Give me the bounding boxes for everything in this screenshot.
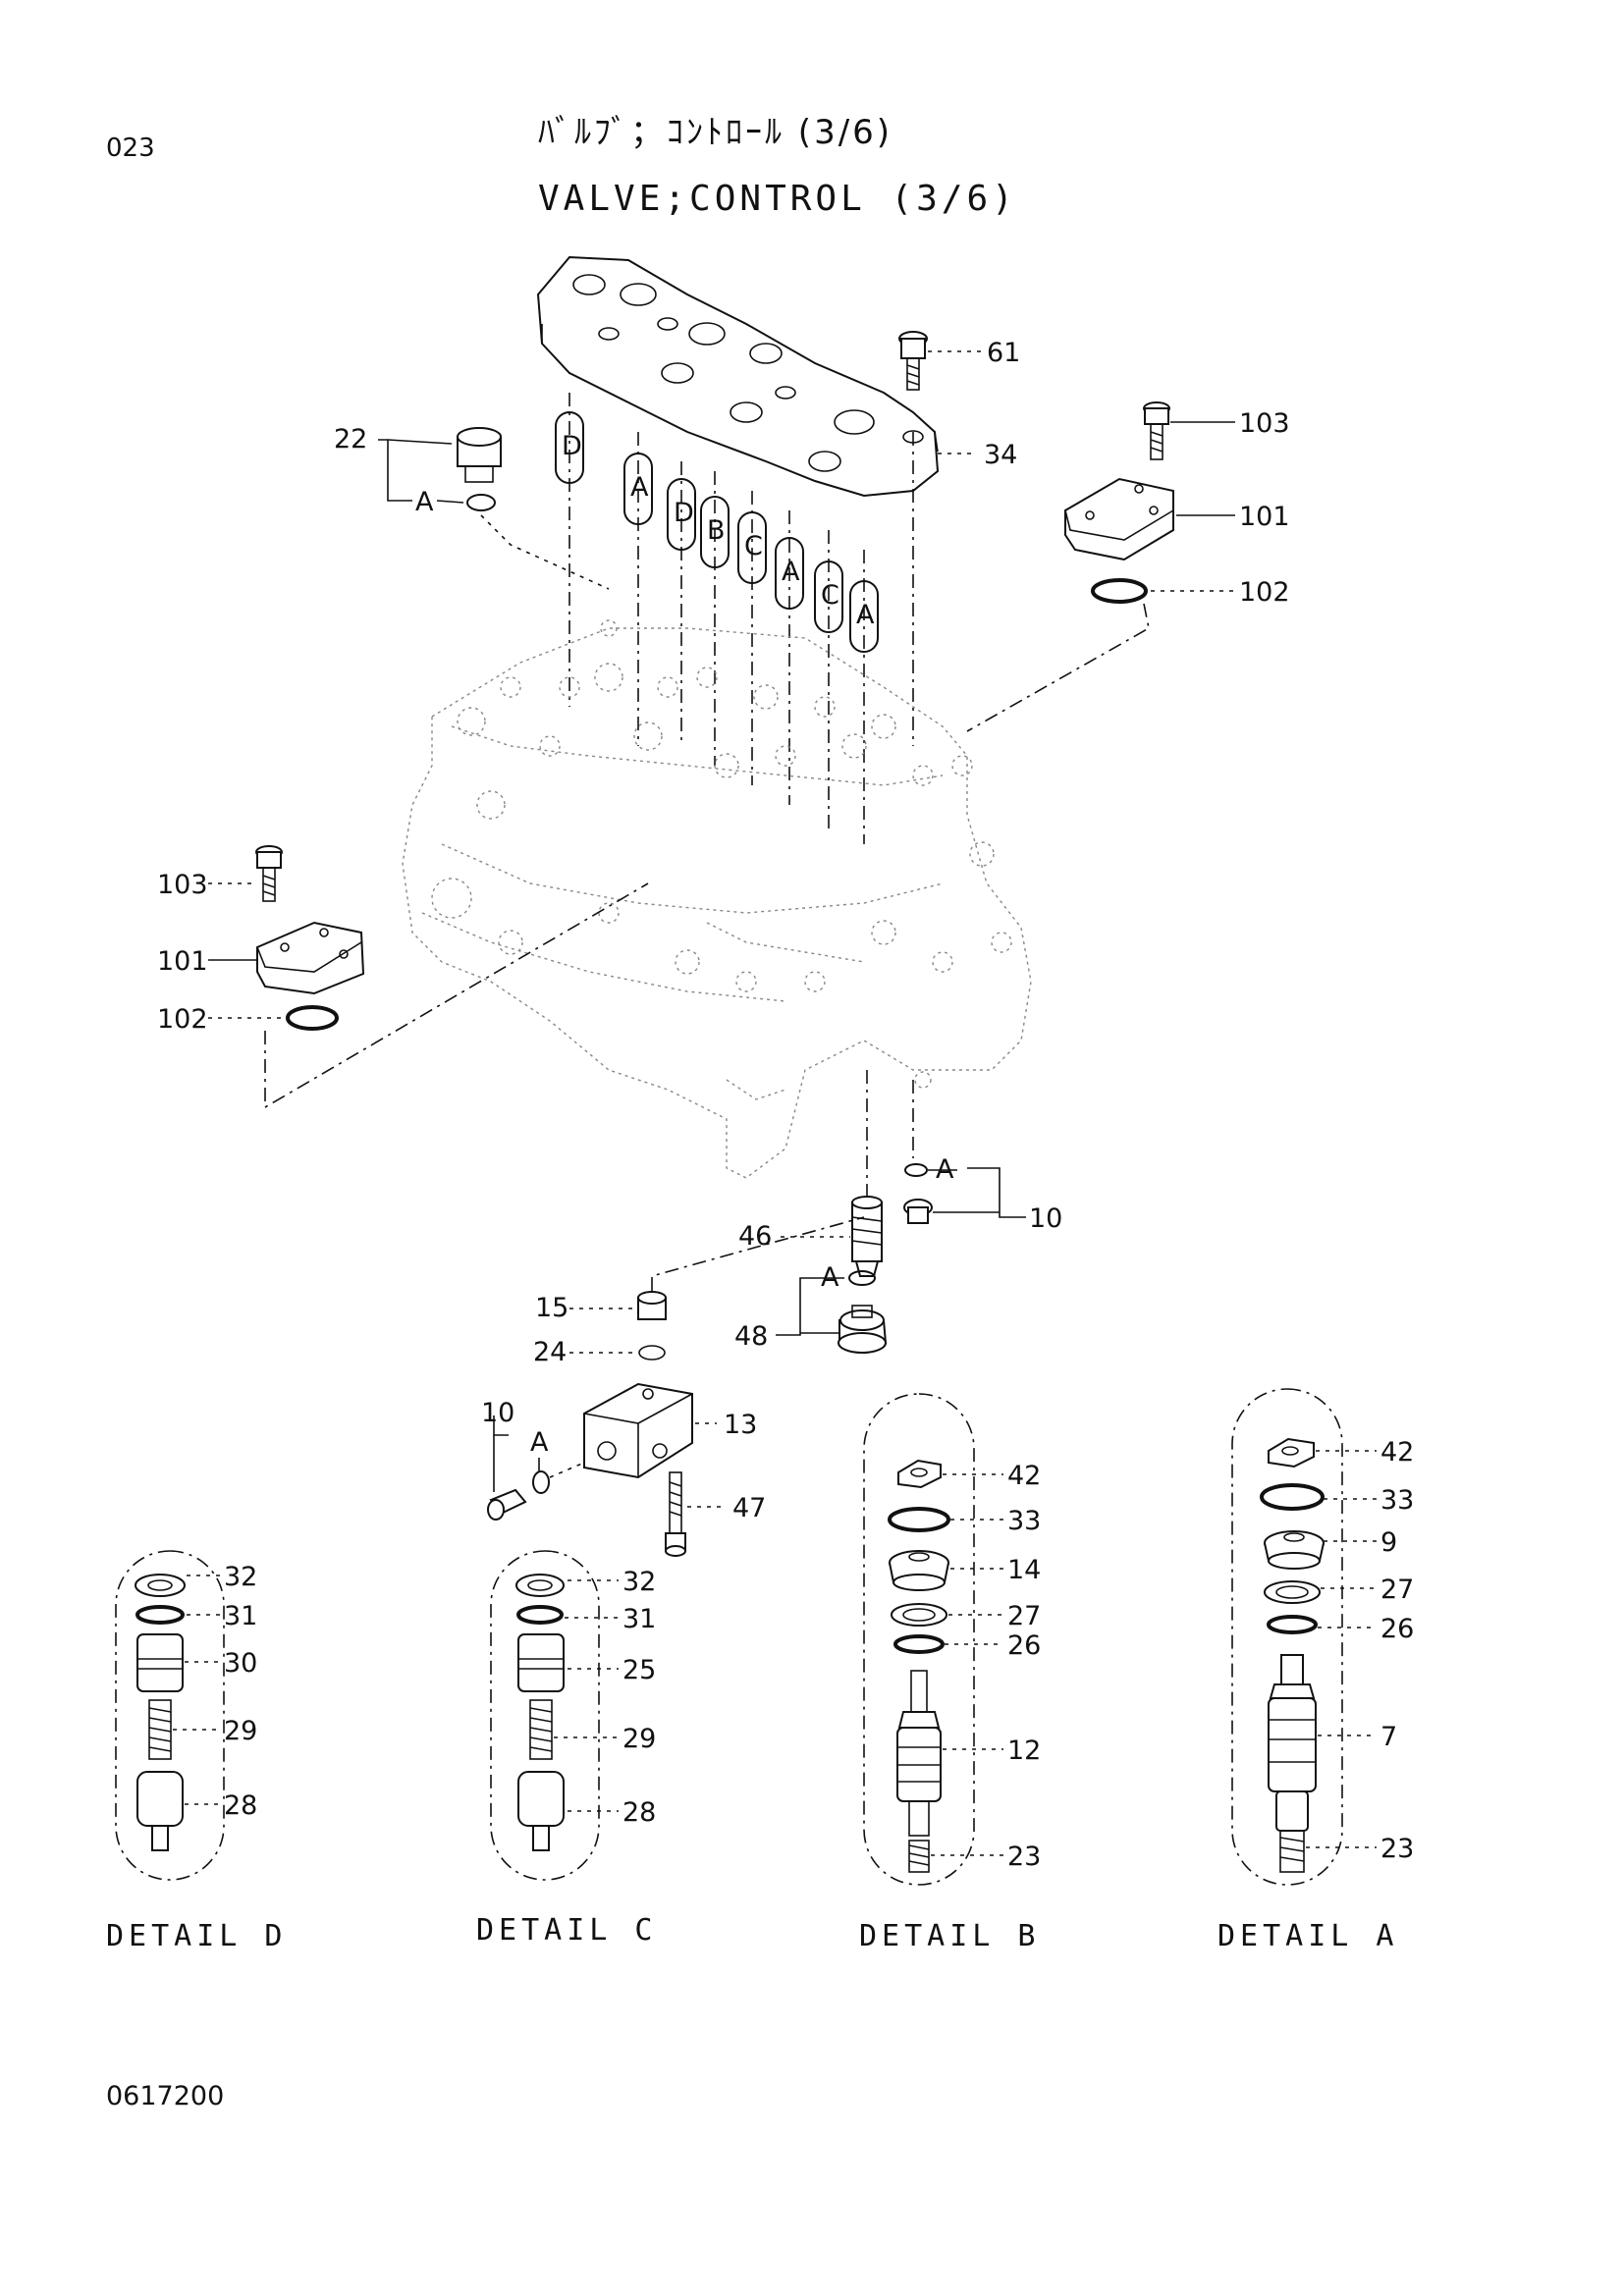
detail-b-part-4: 27	[1007, 1601, 1041, 1631]
page-number: 023	[106, 133, 155, 163]
plug-48	[838, 1270, 888, 1354]
spool-tags: D A D B C A C A	[562, 431, 875, 630]
top-cover-plate	[536, 255, 940, 498]
callout-15: 15	[535, 1293, 568, 1323]
callout-101-right: 101	[1239, 502, 1290, 532]
detail-a-label: DETAIL A	[1217, 1919, 1399, 1953]
callout-a-48: A	[821, 1262, 839, 1293]
detail-d-part-3: 30	[224, 1648, 257, 1679]
callout-103-left: 103	[157, 870, 208, 900]
document-number: 0617200	[106, 2081, 225, 2111]
detail-a	[1231, 1388, 1343, 1886]
detail-c-label: DETAIL C	[476, 1913, 658, 1948]
detail-a-part-7: 23	[1380, 1834, 1414, 1864]
spool-tag-6: A	[782, 557, 800, 587]
callout-10-lower: 10	[481, 1398, 514, 1428]
detail-d-part-4: 29	[224, 1716, 257, 1746]
detail-a-part-3: 9	[1380, 1527, 1397, 1558]
detail-b-label: DETAIL B	[859, 1919, 1041, 1953]
right-cover-101	[1064, 401, 1174, 604]
plug-15	[637, 1291, 667, 1361]
callout-13: 13	[724, 1410, 757, 1440]
detail-c-part-1: 32	[622, 1567, 656, 1597]
detail-d-label: DETAIL D	[106, 1919, 288, 1953]
valve-body	[402, 619, 1032, 1179]
detail-d-part-2: 31	[224, 1601, 257, 1631]
block-13	[583, 1382, 693, 1479]
detail-b-part-1: 42	[1007, 1461, 1041, 1491]
left-cover-101	[255, 845, 365, 1031]
title-english: VALVE;CONTROL (3/6)	[538, 179, 1017, 219]
callout-101-left: 101	[157, 946, 208, 977]
title-japanese: ﾊﾞﾙﾌﾞ；ｺﾝﾄﾛｰﾙ (3/6)	[538, 113, 893, 152]
detail-b-part-2: 33	[1007, 1506, 1041, 1536]
plug-46	[851, 1196, 883, 1277]
callout-48: 48	[734, 1321, 768, 1352]
bolt-47	[665, 1471, 686, 1557]
detail-b-part-3: 14	[1007, 1555, 1041, 1585]
detail-c-part-2: 31	[622, 1604, 656, 1634]
plug-10-upper	[903, 1163, 933, 1224]
detail-a-part-2: 33	[1380, 1485, 1414, 1516]
callout-10-upper: 10	[1029, 1203, 1062, 1234]
spool-tag-4: B	[707, 515, 726, 546]
detail-c-part-5: 28	[622, 1797, 656, 1828]
callout-22: 22	[334, 424, 367, 454]
callout-a-upper: A	[936, 1154, 954, 1185]
detail-a-part-6: 7	[1380, 1722, 1397, 1752]
detail-c-part-3: 25	[622, 1655, 656, 1685]
detail-a-part-5: 26	[1380, 1614, 1414, 1644]
detail-a-part-1: 42	[1380, 1437, 1414, 1468]
plug-10-lower	[487, 1470, 550, 1521]
spool-tag-7: C	[821, 580, 839, 611]
callout-102-right: 102	[1239, 577, 1290, 608]
detail-d-part-5: 28	[224, 1790, 257, 1821]
spool-centerlines	[568, 393, 914, 844]
detail-d-part-1: 32	[224, 1562, 257, 1592]
spool-tag-5: C	[744, 531, 763, 561]
detail-b-part-7: 23	[1007, 1842, 1041, 1872]
callout-61: 61	[987, 338, 1020, 368]
callout-47: 47	[732, 1493, 766, 1523]
detail-b-part-6: 12	[1007, 1735, 1041, 1766]
detail-b-part-5: 26	[1007, 1630, 1041, 1661]
callout-46: 46	[738, 1221, 772, 1252]
detail-c-part-4: 29	[622, 1724, 656, 1754]
callout-a-lower: A	[530, 1427, 549, 1458]
spool-tag-3: D	[674, 498, 694, 528]
bolt-61	[898, 331, 928, 391]
spool-tag-1: D	[562, 431, 582, 461]
callout-34: 34	[984, 440, 1017, 470]
callout-a-oring: A	[415, 487, 434, 517]
callout-102-left: 102	[157, 1004, 208, 1035]
detail-a-part-4: 27	[1380, 1575, 1414, 1605]
plug-22	[457, 427, 610, 590]
spool-tag-8: A	[856, 600, 875, 630]
callout-103-right: 103	[1239, 408, 1290, 439]
spool-tag-2: A	[630, 472, 649, 503]
detail-b	[863, 1393, 975, 1886]
detail-c	[490, 1550, 600, 1881]
detail-d	[115, 1550, 225, 1881]
callout-24: 24	[533, 1337, 567, 1367]
